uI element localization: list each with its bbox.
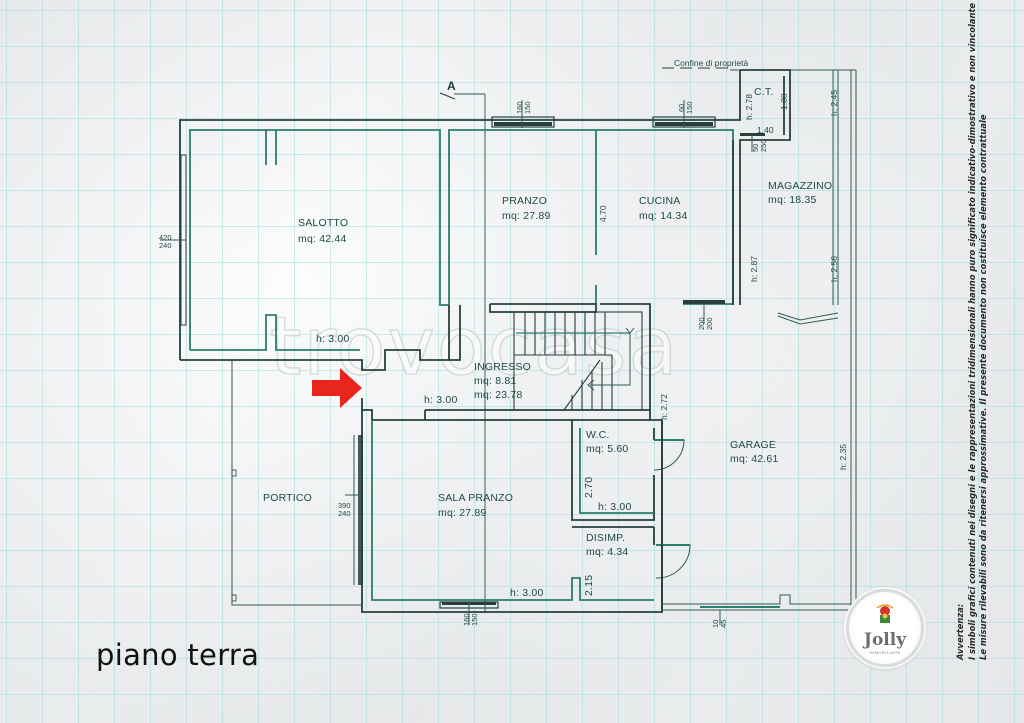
room-portico-name: PORTICO xyxy=(263,492,312,504)
room-wc-area: mq: 5.60 xyxy=(586,443,628,455)
svg-text:160: 160 xyxy=(462,613,471,626)
svg-text:150: 150 xyxy=(523,101,532,114)
room-wc-name: W.C. xyxy=(586,429,610,441)
svg-text:160: 160 xyxy=(515,101,524,114)
svg-text:1.80: 1.80 xyxy=(779,93,789,110)
room-sala-pranzo-name: SALA PRANZO xyxy=(438,492,513,504)
room-ingresso-area: mq: 8.81 xyxy=(474,375,516,387)
svg-text:50: 50 xyxy=(751,144,760,152)
room-ingresso-name: INGRESSO xyxy=(474,361,531,373)
staircase xyxy=(513,311,643,411)
svg-text:4.70: 4.70 xyxy=(598,205,608,222)
floor-title: piano terra xyxy=(96,638,260,672)
svg-text:200: 200 xyxy=(705,317,714,330)
dimension-labels: h: 2.78 1.80 1.40 h: 2.45 h: 2.87 h: 2.5… xyxy=(159,90,848,628)
disclaimer: Avvertenza: I simboli grafici contenuti … xyxy=(955,2,990,660)
room-magazzino-area: mq: 18.35 xyxy=(768,194,817,206)
room-ingresso-area-2: mq: 23.78 xyxy=(474,389,523,401)
svg-text:60: 60 xyxy=(677,104,686,112)
room-wc-height: h: 3.00 xyxy=(598,501,632,513)
svg-text:h: 2.35: h: 2.35 xyxy=(838,444,848,470)
svg-text:1.40: 1.40 xyxy=(757,125,774,135)
svg-text:h: 2.78: h: 2.78 xyxy=(744,94,754,120)
svg-text:250: 250 xyxy=(759,139,768,152)
entrance-arrow-icon xyxy=(312,368,362,408)
room-garage-name: GARAGE xyxy=(730,439,776,451)
room-disimpegno-area: mq: 4.34 xyxy=(586,546,628,558)
svg-text:420: 420 xyxy=(159,233,172,242)
svg-text:h: 2.45: h: 2.45 xyxy=(829,90,839,116)
svg-text:A: A xyxy=(447,79,456,93)
svg-text:2.15: 2.15 xyxy=(583,575,595,596)
section-marker-a: A xyxy=(439,79,486,612)
property-boundary: Confine di proprietà xyxy=(662,58,857,612)
svg-text:240: 240 xyxy=(338,509,351,518)
logo-brand: Jolly xyxy=(863,630,907,650)
room-disimpegno-name: DISIMP. xyxy=(586,532,625,544)
room-cucina-name: CUCINA xyxy=(639,195,680,207)
svg-text:h: 2.72: h: 2.72 xyxy=(659,394,669,420)
svg-text:2.70: 2.70 xyxy=(583,477,595,498)
room-salotto-name: SALOTTO xyxy=(298,217,348,229)
logo-subtitle: IMMOBILIARE xyxy=(869,650,901,655)
agency-logo: Jolly IMMOBILIARE xyxy=(846,589,924,667)
outer-walls xyxy=(160,69,839,420)
svg-text:45: 45 xyxy=(719,620,728,628)
disclaimer-line-1: I simboli grafici contenuti nei disegni … xyxy=(966,2,977,660)
room-ct-name: C.T. xyxy=(754,86,773,98)
disclaimer-title: Avvertenza: xyxy=(955,603,965,660)
mascot-icon xyxy=(876,604,894,623)
room-salotto-area: mq: 42.44 xyxy=(298,233,347,245)
svg-text:200: 200 xyxy=(697,317,706,330)
svg-text:150: 150 xyxy=(685,101,694,114)
windows xyxy=(345,100,765,625)
svg-text:390: 390 xyxy=(338,501,351,510)
disclaimer-line-2: Le misure rilevabili sono da ritenersi a… xyxy=(978,114,988,660)
svg-text:150: 150 xyxy=(470,613,479,626)
room-labels: SALOTTO mq: 42.44 h: 3.00 PRANZO mq: 27.… xyxy=(263,86,832,599)
svg-text:10: 10 xyxy=(711,620,720,628)
room-ingresso-height: h: 3.00 xyxy=(424,394,458,406)
room-garage-area: mq: 42.61 xyxy=(730,453,779,465)
svg-text:h: 2.87: h: 2.87 xyxy=(749,256,759,282)
lower-walls xyxy=(231,360,851,613)
svg-text:240: 240 xyxy=(159,241,172,250)
room-pranzo-area: mq: 27.89 xyxy=(502,210,551,222)
room-pranzo-name: PRANZO xyxy=(502,195,547,207)
room-sala-pranzo-height: h: 3.00 xyxy=(510,587,544,599)
room-magazzino-name: MAGAZZINO xyxy=(768,180,832,192)
room-cucina-area: mq: 14.34 xyxy=(639,210,688,222)
property-boundary-label: Confine di proprietà xyxy=(674,58,748,68)
room-sala-pranzo-area: mq: 27.89 xyxy=(438,507,487,519)
room-salotto-height: h: 3.00 xyxy=(316,333,350,345)
svg-text:h: 2.56: h: 2.56 xyxy=(829,256,839,282)
